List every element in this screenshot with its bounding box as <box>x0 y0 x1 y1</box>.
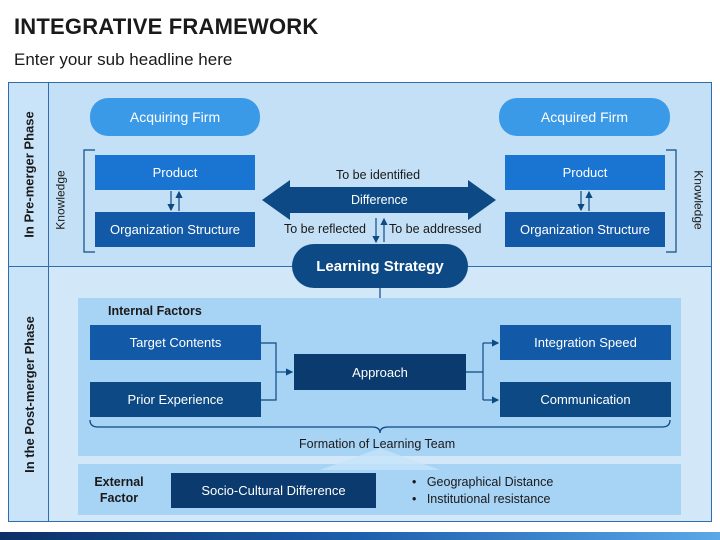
target-contents-box: Target Contents <box>90 325 261 360</box>
communication-box: Communication <box>500 382 671 417</box>
right-product-box: Product <box>505 155 665 190</box>
right-org-structure-box: Organization Structure <box>505 212 665 247</box>
prior-experience-box: Prior Experience <box>90 382 261 417</box>
difference-double-arrow <box>262 180 496 220</box>
bullet-icon: • <box>412 475 417 489</box>
to-be-reflected-label: To be reflected <box>284 222 366 236</box>
footer-bar <box>0 532 720 540</box>
formation-of-learning-team-label: Formation of Learning Team <box>299 437 456 451</box>
post-merger-side-bar <box>9 267 49 521</box>
external-factor-label: External Factor <box>94 475 144 505</box>
socio-cultural-difference-box: Socio-Cultural Difference <box>171 473 376 508</box>
acquired-firm-pill: Acquired Firm <box>499 98 670 136</box>
internal-factors-label: Internal Factors <box>108 304 202 318</box>
page-subtitle: Enter your sub headline here <box>14 50 233 69</box>
bullet-list-item: • Institutional resistance <box>412 492 551 506</box>
pre-merger-side-bar <box>9 83 49 266</box>
diagram-frame <box>8 82 712 522</box>
integration-speed-box: Integration Speed <box>500 325 671 360</box>
page-title: INTEGRATIVE FRAMEWORK <box>14 14 319 39</box>
to-be-identified-label: To be identified <box>336 168 421 182</box>
bullet-icon: • <box>412 492 417 506</box>
left-org-structure-box: Organization Structure <box>95 212 255 247</box>
bullet-list-item: • Geographical Distance <box>412 475 554 489</box>
learning-strategy-pill: Learning Strategy <box>292 244 468 288</box>
left-product-box: Product <box>95 155 255 190</box>
to-be-addressed-label: To be addressed <box>389 222 482 236</box>
difference-label: Difference <box>351 193 408 207</box>
acquiring-firm-pill: Acquiring Firm <box>90 98 260 136</box>
approach-box: Approach <box>294 354 466 390</box>
